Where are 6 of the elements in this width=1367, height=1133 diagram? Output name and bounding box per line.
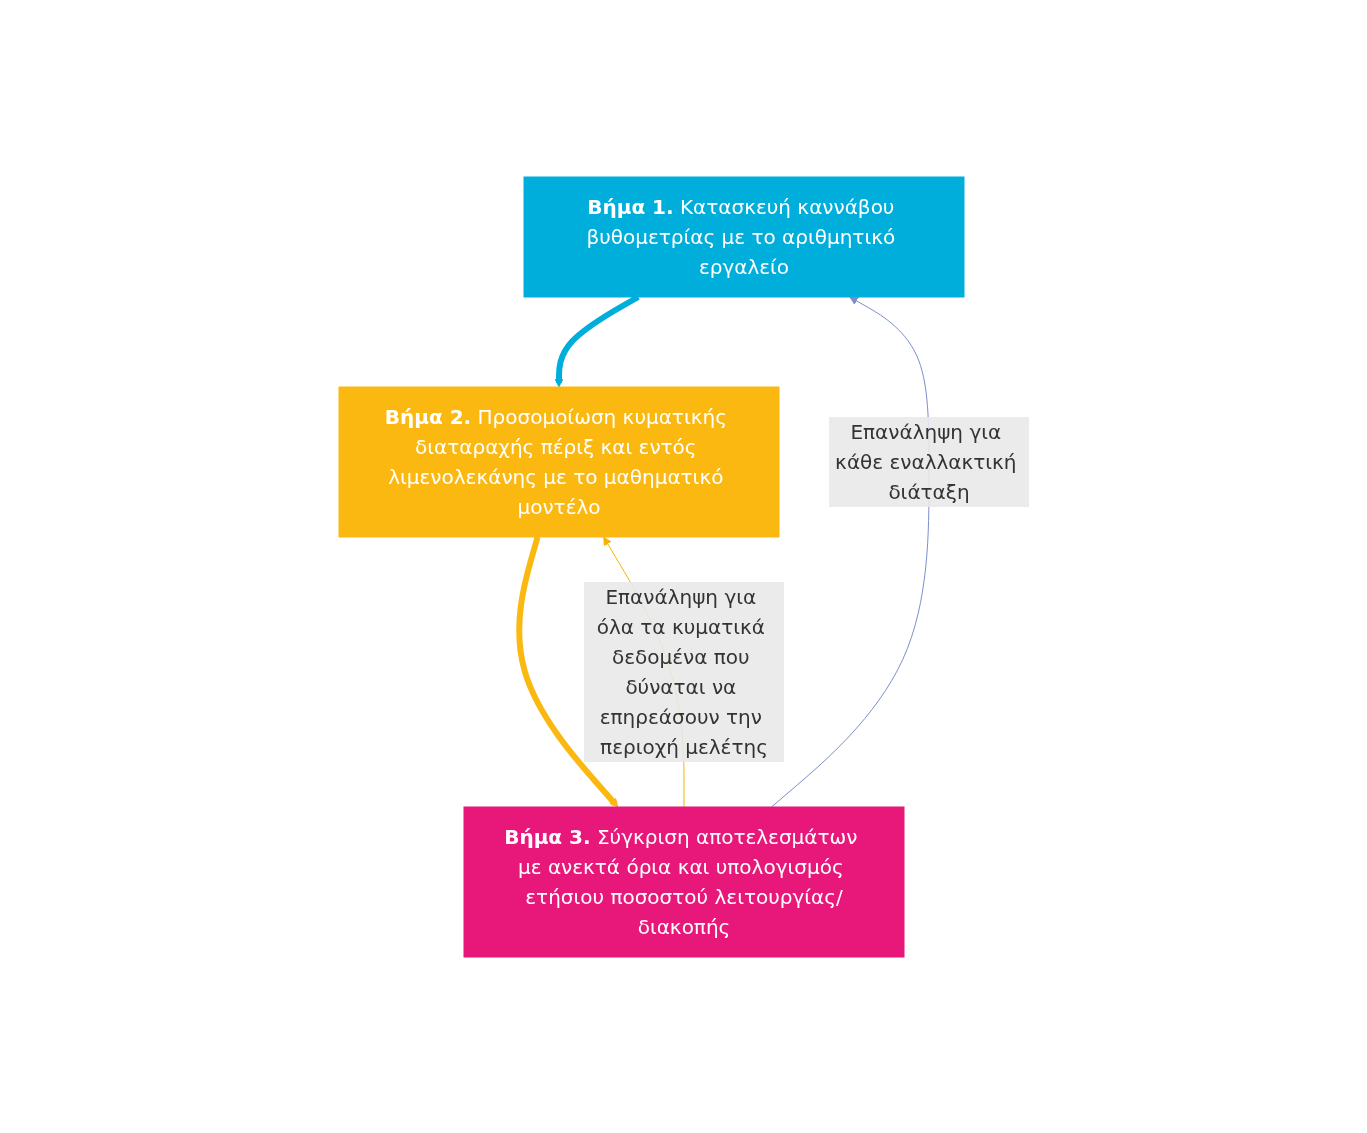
node-box: Βήμα 3. Σύγκριση αποτελεσμάτων με ανεκτά όρια και υπολογισμός ετήσιου ποσοστού λειτουργίας/διακοπής: [463, 806, 904, 957]
node-box: Βήμα 1. Κατασκευή καννάβου βυθομετρίας με το αριθμητικό εργαλείο: [523, 176, 964, 297]
node-box: Βήμα 2. Προσομοίωση κυματικής διαταραχής πέριξ και εντός λιμενολεκάνης με το μαθηματικό μοντέλο: [338, 386, 779, 537]
edge-label: Επανάληψη για κάθε εναλλακτική διάταξη: [834, 419, 1017, 504]
arrow: [515, 535, 618, 807]
edge-label: Επανάληψη για όλα τα κυματικά δεδομένα που δύναται να επηρεάσουν την περιοχή μελέτης: [596, 584, 768, 759]
